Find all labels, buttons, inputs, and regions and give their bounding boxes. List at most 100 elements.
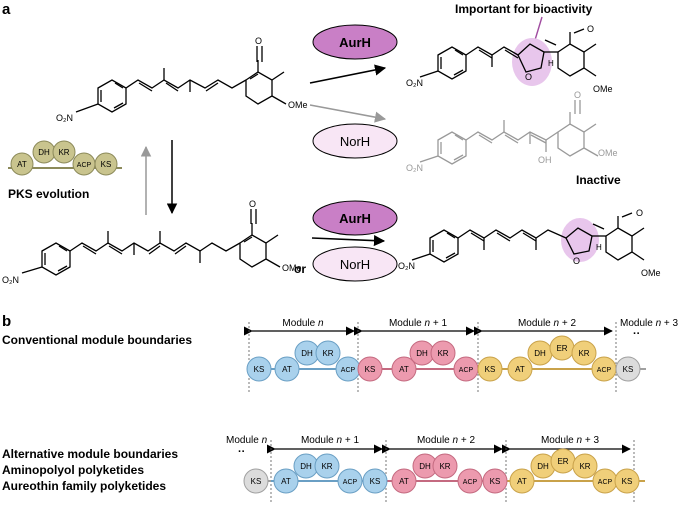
product1-pyrone-o: O: [587, 24, 594, 34]
svg-text:ACP: ACP: [77, 162, 92, 169]
row2-domains-domain-3: [314, 453, 340, 479]
pks-cartoon: AT DH KR ACP KS: [8, 140, 122, 176]
svg-text:NorH: NorH: [340, 257, 370, 272]
row1-domains-domain-label-11: AT: [515, 365, 525, 374]
arrow-norh-top: [309, 104, 387, 123]
product3-nitro: O₂N: [398, 261, 415, 271]
row1-continuation-dots: ··: [633, 328, 640, 340]
aurh-oval-bottom: [312, 200, 398, 236]
important-pointer: [534, 16, 543, 41]
row2-module-label-2: Module n + 2: [417, 435, 476, 446]
pyrone-o-1: O: [255, 36, 262, 46]
row2-domains-domain-label-16: KS: [622, 477, 633, 486]
row1-domains-domain-label-9: ACP: [459, 367, 474, 374]
svg-text:AurH: AurH: [339, 211, 371, 226]
row1-module-label-3: Module n + 3: [620, 318, 679, 329]
svg-text:KS: KS: [101, 160, 112, 169]
product1-o: O: [525, 72, 532, 82]
product-aurh-molecule: [419, 28, 597, 80]
row2-domains-domain-label-11: AT: [517, 477, 527, 486]
row1-module-label-0: Module n: [282, 318, 324, 329]
row1-domains-domain-10: [477, 356, 503, 382]
pyrone-o-2: O: [249, 199, 256, 209]
product2-nitro: O₂N: [406, 163, 423, 173]
pks-domain-at: [10, 152, 34, 176]
row2-domains-domain-14: [572, 453, 598, 479]
svg-text:AurH: AurH: [339, 35, 371, 50]
row2-domains-domain-label-15: ACP: [598, 479, 613, 486]
row2-domains-domain-label-4: ACP: [343, 479, 358, 486]
row2-domains-domain-label-14: KR: [579, 462, 590, 471]
row2-domains-domain-label-9: ACP: [463, 479, 478, 486]
row2-domains-domain-label-2: DH: [300, 462, 312, 471]
row2-domains-domain-11: [509, 468, 535, 494]
substrate-molecule: [75, 46, 287, 113]
row1-domains-domain-6: [391, 356, 417, 382]
svg-text:DH: DH: [38, 148, 50, 157]
nitro-label-1: O₂N: [56, 113, 73, 123]
row1-domains-domain-label-0: KS: [254, 365, 265, 374]
svg-text:AT: AT: [17, 160, 27, 169]
row2-domains-domain-label-13: ER: [557, 457, 568, 466]
panel-a-label: a: [2, 1, 11, 18]
row2-domains-domain-9: [457, 468, 483, 494]
row2-domains-domain-4: [337, 468, 363, 494]
row2-domains-domain-16: [614, 468, 640, 494]
row2-domains-domain-label-1: AT: [281, 477, 291, 486]
row2-domains-domain-8: [432, 453, 458, 479]
svg-text:NorH: NorH: [340, 134, 370, 149]
product2-pyrone-o: O: [574, 90, 581, 100]
row2-domains-domain-label-3: KR: [321, 462, 332, 471]
row2-module-label-3: Module n + 3: [541, 435, 600, 446]
row2-domains-domain-0: [243, 468, 269, 494]
product3-h: H: [596, 243, 602, 252]
row1-domains-domain-label-14: KR: [578, 349, 589, 358]
row1-domains-domain-label-3: KR: [322, 349, 333, 358]
row1-module-label-1: Module n + 1: [389, 318, 448, 329]
row2-domains-domain-6: [391, 468, 417, 494]
row1-domains-domain-label-2: DH: [301, 349, 313, 358]
row1-domains-domain-label-4: ACP: [341, 367, 356, 374]
row1-domains-domain-label-6: AT: [399, 365, 409, 374]
nitro-label-2: O₂N: [2, 275, 19, 285]
row2-leading-dots: ··: [238, 446, 245, 458]
highlight-thf-1: [512, 38, 552, 86]
row2-domains-domain-10: [482, 468, 508, 494]
aurh-oval-top: [312, 24, 398, 60]
product-extended-molecule: [411, 212, 645, 263]
row2-domains-domain-label-8: KR: [439, 462, 450, 471]
row1-domains-domain-label-12: DH: [534, 349, 546, 358]
or-label: or: [294, 262, 306, 276]
row2-domains-domain-label-0: KS: [251, 477, 262, 486]
row1-domains-domain-11: [507, 356, 533, 382]
product3-ome: OMe: [641, 268, 661, 278]
row1-domains-domain-14: [571, 340, 597, 366]
row2-domains-domain-label-7: DH: [419, 462, 431, 471]
row2-module-label-1: Module n + 1: [301, 435, 360, 446]
row1-domains-domain-5: [357, 356, 383, 382]
row2-module-label-0: Module n: [226, 435, 268, 446]
svg-text:KR: KR: [58, 148, 69, 157]
alternative-line-3: Aureothin family polyketides: [2, 479, 166, 493]
row2-domains-domain-label-5: KS: [370, 477, 381, 486]
important-label: Important for bioactivity: [455, 2, 593, 16]
row2-domains-domain-5: [362, 468, 388, 494]
row2-domains-domain-label-12: DH: [537, 462, 549, 471]
product1-ome: OMe: [593, 84, 613, 94]
row1-module-label-2: Module n + 2: [518, 318, 577, 329]
row2-domains-domain-label-10: KS: [490, 477, 501, 486]
arrow-bottom: [311, 234, 386, 247]
row2-domains: KS AT DH KR ACP KS AT DH KR ACP KS AT DH ER KR ACP KS: [243, 448, 645, 494]
product-norh-molecule: [419, 100, 599, 165]
row2-domains-domain-1: [273, 468, 299, 494]
row2-domains-domain-label-6: AT: [399, 477, 409, 486]
row1-domains-domain-label-13: ER: [556, 344, 567, 353]
alternative-line-1: Alternative module boundaries: [2, 447, 178, 461]
row1-domains-domain-1: [274, 356, 300, 382]
norh-oval-top: [312, 123, 398, 159]
pks-evolution-label: PKS evolution: [8, 187, 89, 201]
ome-label-2: OMe: [282, 263, 302, 273]
row1-domains-domain-label-8: KR: [437, 349, 448, 358]
